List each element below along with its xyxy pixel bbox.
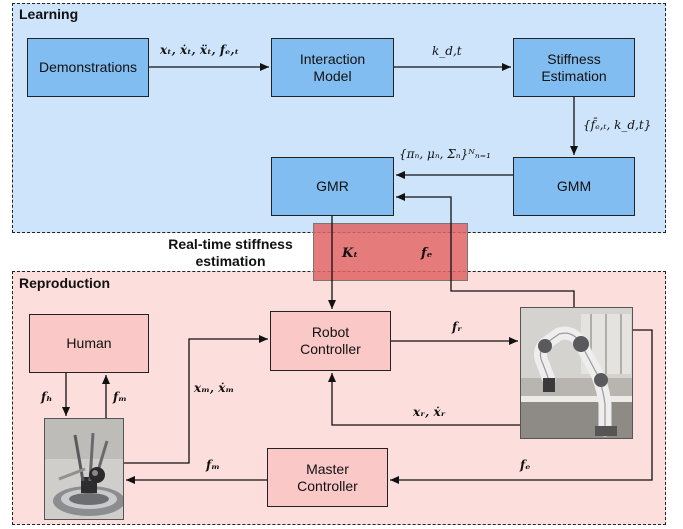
human-box: Human <box>29 314 149 373</box>
arrow-robot-to-controller <box>328 373 520 426</box>
label-kdt: k_d,t <box>432 44 462 58</box>
robot-controller-box: Robot Controller <box>270 311 391 371</box>
label-xm: xₘ, ẋₘ <box>194 381 235 395</box>
reproduction-title: Reproduction <box>19 275 110 291</box>
haptic-device-image <box>44 418 124 520</box>
gmm-box: GMM <box>513 157 635 216</box>
label-fe: fₑ <box>520 458 531 472</box>
label-Kt: Kₜ <box>342 246 359 261</box>
label-fm: fₘ <box>206 458 220 472</box>
gmr-box: GMR <box>271 157 394 216</box>
master-controller-box: Master Controller <box>267 448 388 507</box>
interaction-model-box: Interaction Model <box>271 38 394 97</box>
demonstrations-box: Demonstrations <box>27 38 149 97</box>
label-gmm-to-gmr: {πₙ, μₙ, Σₙ}ᴺₙ₌₁ <box>399 147 491 161</box>
robot-arm-image <box>520 307 633 439</box>
realtime-stiffness-band <box>313 223 468 281</box>
label-fe-band: fₑ <box>421 246 433 261</box>
stiffness-estimation-box: Stiffness Estimation <box>513 38 635 97</box>
arrow-robot-to-master <box>390 329 653 484</box>
label-xr: xᵣ, ẋᵣ <box>413 405 446 419</box>
label-fh: fₕ <box>41 390 53 404</box>
label-fr: fᵣ <box>452 320 463 334</box>
arrow-robot-to-gmr <box>396 193 575 307</box>
label-demo-to-interaction: xₜ, ẋₜ, ẍₜ, fₑ,ₜ <box>160 43 239 57</box>
label-stiffness-to-gmm: {f̄ₑ,ₜ, k_d,t} <box>583 118 652 132</box>
learning-title: Learning <box>19 6 79 22</box>
arrow-haptic-to-controller <box>124 335 268 464</box>
realtime-stiffness-label: Real-time stiffness estimation <box>168 236 293 269</box>
label-fm-up: fₘ <box>113 390 127 404</box>
